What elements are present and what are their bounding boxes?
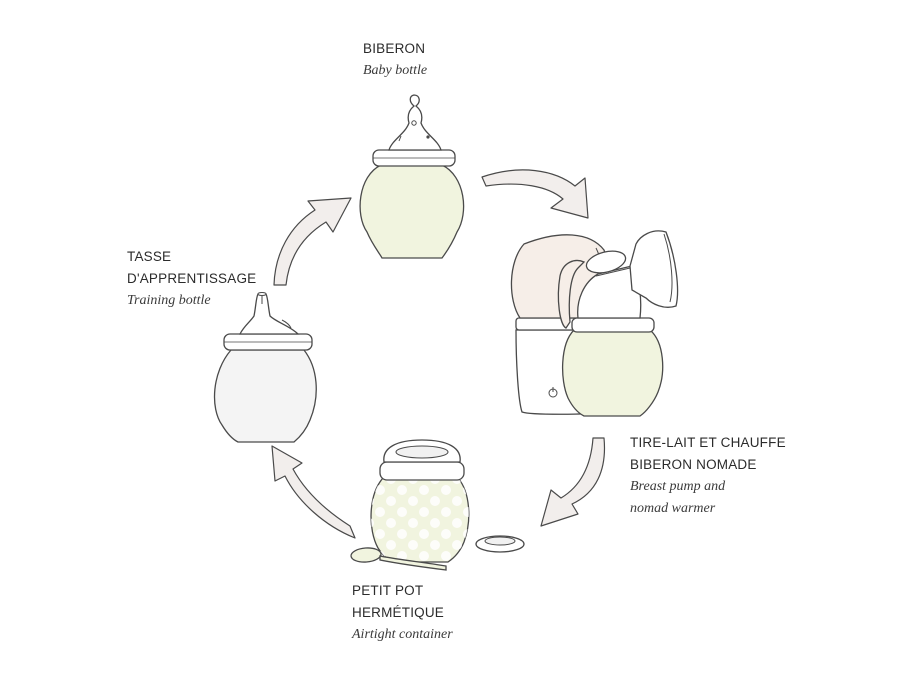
breast-pump-illustration <box>510 230 679 417</box>
label-breast-pump: TIRE-LAIT ET CHAUFFE BIBERON NOMADE Brea… <box>630 432 786 520</box>
pump-name-en-line2: nomad warmer <box>630 501 716 516</box>
label-container: PETIT POT HERMÉTIQUE Airtight container <box>352 580 453 646</box>
pump-handle <box>557 259 586 329</box>
baby-bottle-illustration <box>359 94 465 259</box>
label-training-bottle: TASSE D'APPRENTISSAGE Training bottle <box>127 246 256 312</box>
training-name-fr-line1: TASSE <box>127 249 172 264</box>
arrow-bottle-to-pump <box>481 169 589 219</box>
arrow-container-to-training <box>271 445 356 539</box>
spare-lid <box>475 535 525 553</box>
bottle-body <box>359 164 465 259</box>
spoon <box>350 547 447 571</box>
training-body <box>213 349 317 443</box>
baby-bottle-name-en: Baby bottle <box>363 63 428 78</box>
training-bottle-illustration <box>213 292 317 443</box>
label-baby-bottle: BIBERON Baby bottle <box>363 38 427 82</box>
training-name-en: Training bottle <box>127 293 211 308</box>
container-name-fr-line2: HERMÉTIQUE <box>352 605 445 620</box>
training-name-fr-line2: D'APPRENTISSAGE <box>127 271 257 286</box>
cycle-arrows <box>271 169 606 539</box>
pump-name-en-line1: Breast pump and <box>630 479 726 494</box>
pump-name-fr-line2: BIBERON NOMADE <box>630 457 757 472</box>
arrow-pump-to-container <box>540 437 606 527</box>
baby-bottle-name-fr: BIBERON <box>363 41 426 56</box>
arrow-training-to-bottle <box>273 197 352 286</box>
container-collar <box>379 461 465 481</box>
container-illustration <box>350 439 525 571</box>
container-name-fr-line1: PETIT POT <box>352 583 424 598</box>
pump-name-fr-line1: TIRE-LAIT ET CHAUFFE <box>630 435 786 450</box>
pump-bottle-body <box>561 329 664 417</box>
pump-cap <box>585 250 627 274</box>
pump-funnel <box>629 230 679 308</box>
container-name-en: Airtight container <box>352 627 453 642</box>
